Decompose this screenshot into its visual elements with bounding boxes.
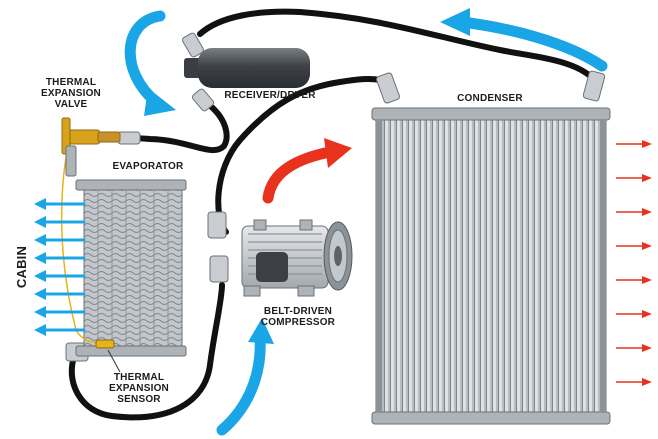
cold-airflow-arrow-icon	[456, 16, 608, 72]
label-condenser: CONDENSER	[457, 93, 523, 104]
cold-airflow-arrows	[34, 8, 608, 436]
fitting-valve-line	[117, 131, 141, 145]
hot-airflow-arrow-icon	[262, 146, 336, 204]
fitting-receiver-bottom	[191, 88, 215, 112]
label-line: EXPANSION	[109, 383, 169, 394]
label-line: VALVE	[54, 99, 88, 110]
fitting-compressor-bottom	[209, 255, 229, 283]
label-compressor: BELT-DRIVEN COMPRESSOR	[248, 306, 348, 328]
label-line: EXPANSION	[41, 88, 101, 99]
condenser	[371, 107, 611, 425]
label-line: THERMAL	[45, 77, 97, 88]
fitting-receiver-top	[182, 32, 204, 58]
compressor-pulley-icon	[323, 221, 353, 291]
label-line: SENSOR	[117, 394, 161, 405]
cold-airflow-arrow-icon	[440, 8, 470, 36]
label-thermal-expansion-sensor: THERMAL EXPANSION SENSOR	[99, 372, 179, 405]
label-line: THERMAL	[113, 372, 165, 383]
hose-evap-to-compressor	[68, 282, 225, 421]
label-thermal-expansion-valve: THERMAL EXPANSION VALVE	[34, 77, 108, 110]
thermal-expansion-valve	[60, 117, 121, 347]
label-receiver-dryer: RECEIVER/DRYER	[224, 90, 316, 101]
label-line: COMPRESSOR	[260, 317, 336, 328]
hot-airflow-arrows	[262, 138, 652, 386]
fitting-compressor-top	[207, 211, 227, 239]
evaporator	[75, 179, 187, 357]
fitting-condenser-left	[376, 72, 400, 104]
thermal-expansion-sensor	[95, 339, 121, 373]
cold-airflow-arrow-icon	[124, 10, 166, 108]
hot-airflow-arrow-icon	[324, 138, 352, 168]
receiver-dryer	[184, 48, 310, 88]
belt-driven-compressor	[241, 219, 353, 297]
label-line: BELT-DRIVEN	[263, 306, 333, 317]
hose-condenser-to-receiver	[197, 8, 601, 87]
cold-airflow-arrow-icon	[248, 318, 274, 344]
label-cabin: CABIN	[14, 245, 29, 289]
cold-airflow-arrow-icon	[216, 332, 266, 436]
fitting-condenser-right	[582, 70, 606, 102]
cabin-cold-air-arrows	[42, 202, 86, 332]
hose-compressor-to-condenser	[215, 75, 383, 235]
cold-airflow-arrow-icon	[144, 88, 176, 116]
label-evaporator: EVAPORATOR	[112, 161, 184, 172]
